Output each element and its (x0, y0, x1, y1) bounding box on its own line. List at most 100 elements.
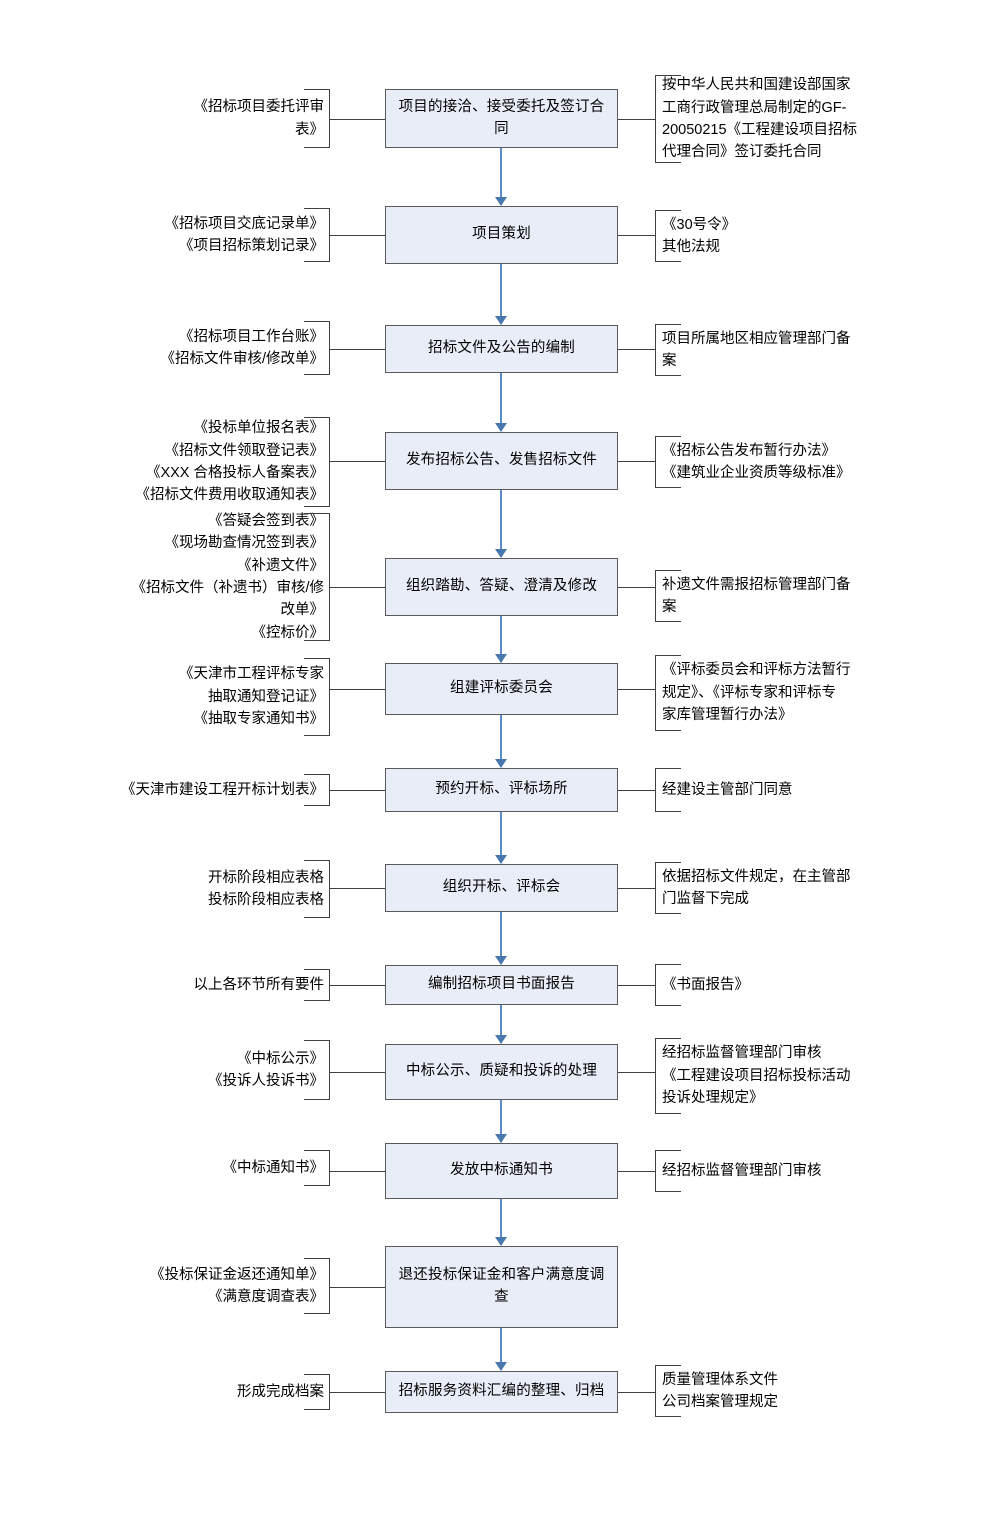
leader-line-right-5 (618, 587, 655, 588)
leader-line-left-13 (330, 1392, 385, 1393)
regulation-annotation-label: 质量管理体系文件 公司档案管理规定 (662, 1371, 778, 1410)
leader-line-left-6 (330, 689, 385, 690)
process-node-label: 发布招标公告、发售招标文件 (405, 452, 598, 469)
document-annotation-12: 《投标保证金返还通知单》 《满意度调查表》 (60, 1258, 330, 1314)
document-annotation-label: 《招标项目交底记录单》 《项目招标策划记录》 (164, 215, 325, 254)
process-node-label: 发放中标通知书 (450, 1162, 553, 1179)
document-annotation-label: 《招标项目工作台账》 《招标文件审核/修改单》 (160, 328, 324, 367)
document-annotation-label: 形成完成档案 (237, 1383, 324, 1400)
document-annotation-label: 《招标项目委托评审 表》 (193, 99, 325, 138)
process-node-label: 编制招标项目书面报告 (428, 976, 575, 993)
flow-arrow-3-to-4 (495, 373, 507, 432)
annotation-bracket-left (304, 513, 330, 641)
leader-line-right-13 (618, 1392, 655, 1393)
regulation-annotation-6: 《评标委员会和评标方法暂行 规定》、《评标专家和评标专 家库管理暂行办法》 (655, 655, 995, 731)
annotation-bracket-left (304, 1040, 330, 1100)
regulation-annotation-9: 《书面报告》 (655, 964, 995, 1006)
annotation-bracket-right (655, 75, 681, 163)
process-node-12[interactable]: 退还投标保证金和客户满意度调 查 (385, 1246, 618, 1328)
process-node-label: 组织踏勘、答疑、澄清及修改 (405, 578, 598, 595)
leader-line-left-8 (330, 888, 385, 889)
document-annotation-label: 以上各环节所有要件 (193, 976, 325, 993)
process-node-8[interactable]: 组织开标、评标会 (385, 864, 618, 912)
document-annotation-4: 《投标单位报名表》 《招标文件领取登记表》 《XXX 合格投标人备案表》 《招标… (60, 417, 330, 507)
regulation-annotation-label: 补遗文件需报招标管理部门备 案 (662, 576, 851, 615)
flow-arrow-2-to-3 (495, 264, 507, 325)
annotation-bracket-left (304, 860, 330, 918)
annotation-bracket-left (304, 1374, 330, 1410)
regulation-annotation-label: 《评标委员会和评标方法暂行 规定》、《评标专家和评标专 家库管理暂行办法》 (662, 662, 851, 724)
annotation-bracket-right (655, 570, 681, 622)
annotation-bracket-left (304, 658, 330, 736)
document-annotation-1: 《招标项目委托评审 表》 (60, 89, 330, 148)
regulation-annotation-label: 经建设主管部门同意 (662, 781, 793, 798)
leader-line-left-1 (330, 119, 385, 120)
process-node-6[interactable]: 组建评标委员会 (385, 663, 618, 715)
regulation-annotation-label: 按中华人民共和国建设部国家 工商行政管理总局制定的GF- 20050215《工程… (662, 77, 858, 161)
leader-line-right-6 (618, 689, 655, 690)
annotation-bracket-left (304, 321, 330, 375)
process-node-11[interactable]: 发放中标通知书 (385, 1143, 618, 1199)
leader-line-left-2 (330, 235, 385, 236)
regulation-annotation-label: 依据招标文件规定，在主管部 门监督下完成 (662, 868, 851, 907)
process-node-label: 组建评标委员会 (450, 680, 553, 697)
flow-arrow-11-to-12 (495, 1199, 507, 1246)
process-node-9[interactable]: 编制招标项目书面报告 (385, 965, 618, 1005)
leader-line-right-11 (618, 1171, 655, 1172)
regulation-annotation-8: 依据招标文件规定，在主管部 门监督下完成 (655, 862, 995, 914)
process-node-13[interactable]: 招标服务资料汇编的整理、归档 (385, 1371, 618, 1413)
process-node-3[interactable]: 招标文件及公告的编制 (385, 325, 618, 373)
document-annotation-10: 《中标公示》 《投诉人投诉书》 (60, 1040, 330, 1100)
process-node-label: 招标服务资料汇编的整理、归档 (398, 1383, 605, 1400)
process-node-10[interactable]: 中标公示、质疑和投诉的处理 (385, 1044, 618, 1100)
regulation-annotation-13: 质量管理体系文件 公司档案管理规定 (655, 1365, 995, 1417)
flow-arrow-1-to-2 (495, 148, 507, 206)
process-node-label: 项目策划 (472, 226, 531, 243)
process-node-label: 预约开标、评标场所 (435, 781, 568, 798)
flow-arrow-9-to-10 (495, 1005, 507, 1044)
regulation-annotation-label: 项目所属地区相应管理部门备 案 (662, 330, 851, 369)
process-node-2[interactable]: 项目策划 (385, 206, 618, 264)
annotation-bracket-left (304, 417, 330, 507)
leader-line-left-3 (330, 349, 385, 350)
leader-line-right-3 (618, 349, 655, 350)
annotation-bracket-right (655, 324, 681, 376)
process-node-4[interactable]: 发布招标公告、发售招标文件 (385, 432, 618, 490)
leader-line-right-1 (618, 119, 655, 120)
annotation-bracket-left (304, 208, 330, 262)
regulation-annotation-label: 《书面报告》 (662, 976, 749, 993)
regulation-annotation-3: 项目所属地区相应管理部门备 案 (655, 324, 995, 376)
leader-line-left-4 (330, 461, 385, 462)
process-node-5[interactable]: 组织踏勘、答疑、澄清及修改 (385, 558, 618, 616)
document-annotation-label: 《天津市建设工程开标计划表》 (121, 781, 324, 798)
document-annotation-label: 开标阶段相应表格 投标阶段相应表格 (208, 869, 324, 908)
regulation-annotation-4: 《招标公告发布暂行办法》 《建筑业企业资质等级标准》 (655, 436, 995, 488)
document-annotation-5: 《答疑会签到表》 《现场勘查情况签到表》 《补遗文件》 《招标文件（补遗书）审核… (60, 513, 330, 641)
annotation-bracket-left (304, 89, 330, 148)
annotation-bracket-right (655, 436, 681, 488)
annotation-bracket-right (655, 655, 681, 731)
document-annotation-label: 《投标保证金返还通知单》 《满意度调查表》 (150, 1266, 324, 1305)
annotation-bracket-right (655, 768, 681, 812)
document-annotation-13: 形成完成档案 (60, 1374, 330, 1410)
leader-line-left-10 (330, 1072, 385, 1073)
document-annotation-2: 《招标项目交底记录单》 《项目招标策划记录》 (60, 208, 330, 262)
leader-line-right-4 (618, 461, 655, 462)
flow-arrow-5-to-6 (495, 616, 507, 663)
flow-arrow-12-to-13 (495, 1328, 507, 1371)
leader-line-right-10 (618, 1072, 655, 1073)
leader-line-right-2 (618, 235, 655, 236)
annotation-bracket-right (655, 862, 681, 914)
document-annotation-8: 开标阶段相应表格 投标阶段相应表格 (60, 860, 330, 918)
annotation-bracket-right (655, 210, 681, 262)
regulation-annotation-label: 经招标监督管理部门审核 《工程建设项目招标投标活动 投诉处理规定》 (662, 1045, 851, 1107)
leader-line-right-8 (618, 888, 655, 889)
annotation-bracket-right (655, 964, 681, 1006)
regulation-annotation-2: 《30号令》 其他法规 (655, 210, 995, 262)
document-annotation-label: 《中标通知书》 (222, 1159, 325, 1176)
process-node-1[interactable]: 项目的接洽、接受委托及签订合 同 (385, 89, 618, 148)
leader-line-right-7 (618, 790, 655, 791)
process-node-7[interactable]: 预约开标、评标场所 (385, 768, 618, 812)
flow-arrow-8-to-9 (495, 912, 507, 965)
